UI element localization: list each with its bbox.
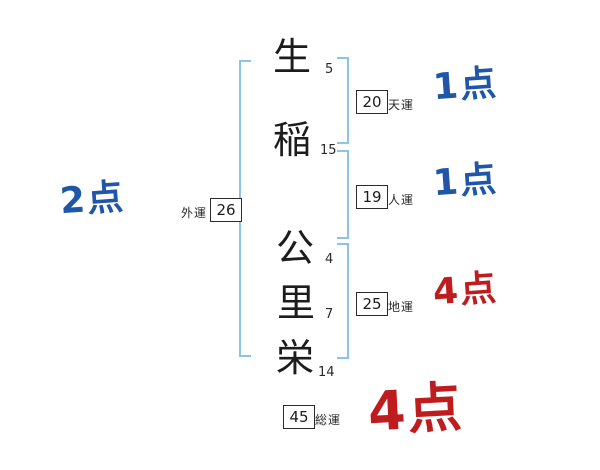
earth-luck-label: 地運 [388,300,415,314]
person-luck-label: 人運 [388,193,415,207]
person-luck-score: 1点 [431,158,500,205]
stroke-count-1: 5 [325,62,334,77]
total-luck-score: 4点 [366,375,466,444]
person-luck-value: 19 [356,185,388,209]
stroke-count-4: 7 [325,307,334,322]
name-char-4: 里 [277,281,316,325]
person-luck-bracket [337,150,349,239]
outer-luck-score: 2点 [58,176,127,223]
earth-luck-bracket [337,243,349,359]
heaven-luck-bracket [337,57,349,144]
name-char-1: 生 [273,35,312,79]
total-luck-label: 総運 [315,413,342,427]
stroke-count-5: 14 [318,365,335,380]
heaven-luck-label: 天運 [388,98,415,112]
total-luck-value: 45 [283,405,315,429]
stroke-count-2: 15 [320,143,337,158]
outer-luck-label: 外運 [181,206,208,220]
heaven-luck-score: 1点 [431,62,500,109]
stroke-count-3: 4 [325,252,334,267]
name-char-5: 栄 [276,336,315,380]
name-char-3: 公 [276,226,315,270]
outer-luck-value: 26 [210,198,242,222]
earth-luck-value: 25 [356,292,388,316]
heaven-luck-value: 20 [356,90,388,114]
name-char-2: 稲 [273,118,312,162]
earth-luck-score: 4点 [431,267,500,314]
